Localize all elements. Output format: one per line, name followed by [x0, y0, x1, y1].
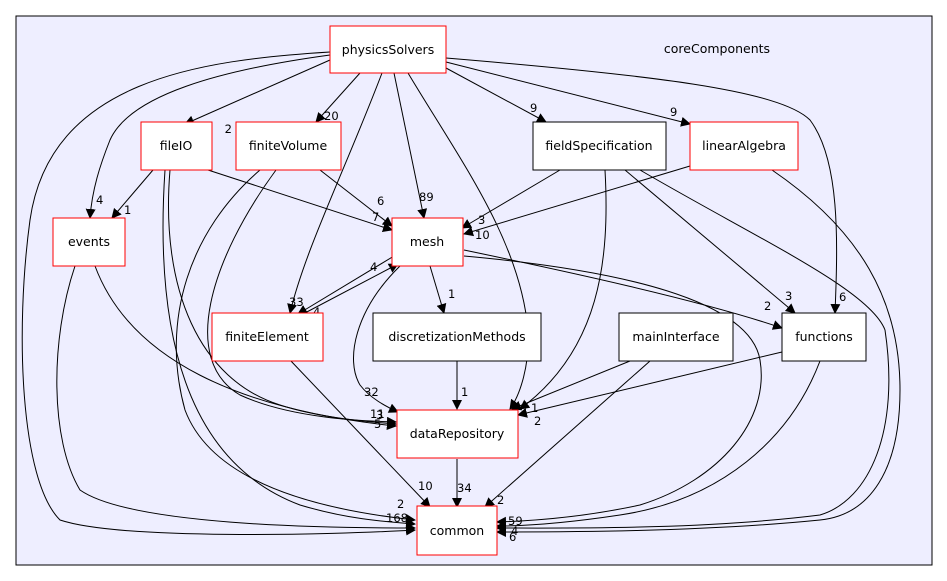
edge-finiteElement-mesh: [302, 263, 399, 315]
cluster-label: coreComponents: [664, 41, 770, 56]
edge-physicsSolvers-fieldSpecification: [445, 67, 547, 123]
edge-mesh-finiteElement: [297, 255, 395, 315]
edge-label-functions-dataRepository: 2: [534, 414, 541, 428]
node-linearAlgebra[interactable]: linearAlgebra: [689, 121, 799, 171]
edge-physicsSolvers-functions: [445, 57, 841, 314]
node-label: mesh: [410, 234, 444, 249]
edge-functions-common: [496, 360, 821, 531]
node-label: fieldSpecification: [545, 138, 652, 153]
node-finiteElement[interactable]: finiteElement: [211, 312, 324, 362]
edge-linearAlgebra-common: [496, 169, 901, 537]
edge-label-physicsSolvers-finiteElement: 33: [289, 295, 304, 309]
edge-label-mainInterface-dataRepository: 1: [531, 401, 538, 415]
node-mesh[interactable]: mesh: [391, 217, 464, 267]
edge-fileIO-mesh: [207, 169, 393, 232]
edge-physicsSolvers-common: [21, 51, 416, 536]
edge-label-common-in-right-b: 4: [511, 524, 518, 538]
edge-finiteVolume-common: [175, 169, 416, 525]
node-label: discretizationMethods: [388, 329, 525, 344]
edge-label-physicsSolvers-functions: 6: [839, 290, 846, 304]
edge-label-fileIO-mesh: 7: [372, 210, 379, 224]
edge-label-common-in-right-a: 59: [508, 514, 523, 528]
node-common[interactable]: common: [416, 505, 498, 556]
edge-fieldSpecification-functions: [624, 169, 796, 314]
node-label: dataRepository: [410, 426, 505, 441]
edge-label-common-in-left-b: 168: [386, 511, 408, 525]
edge-label-finiteVolume-mesh: 6: [377, 194, 384, 208]
node-label: finiteVolume: [249, 138, 328, 153]
node-finiteVolume[interactable]: finiteVolume: [235, 121, 342, 171]
node-dataRepository[interactable]: dataRepository: [396, 409, 519, 459]
edge-fileIO-events: [111, 169, 154, 219]
edge-label-physicsSolvers-fileIO: 2: [225, 122, 232, 136]
edge-physicsSolvers-mesh: [393, 72, 428, 219]
edge-label-linearAlgebra-mesh: 10: [475, 228, 490, 242]
edge-physicsSolvers-linearAlgebra: [445, 61, 691, 127]
edge-label-fileIO-events: 1: [124, 203, 131, 217]
edge-label-fieldSpecification-mesh: 3: [478, 213, 485, 227]
node-label: physicsSolvers: [342, 42, 434, 57]
edge-physicsSolvers-events: [85, 54, 331, 219]
edge-fieldSpecification-dataRepository: [519, 169, 607, 410]
edge-label-physicsSolvers-events: 4: [96, 193, 103, 207]
edge-label-dataRepository-in-b: 3: [376, 408, 383, 422]
node-label: mainInterface: [632, 329, 720, 344]
edge-label-dataRepository-in-a: 11: [370, 407, 385, 421]
node-functions[interactable]: functions: [781, 312, 867, 362]
edge-label-mesh-dataRepository: 32: [364, 385, 379, 399]
edge-label-finiteElement-mesh: 4: [370, 260, 377, 274]
node-fieldSpecification[interactable]: fieldSpecification: [532, 121, 667, 171]
node-label: fileIO: [160, 138, 193, 153]
node-label: common: [430, 523, 484, 538]
edge-physicsSolvers-dataRepository: [407, 72, 529, 410]
edge-label-finiteElement-common: 10: [418, 479, 433, 493]
node-events[interactable]: events: [52, 217, 126, 267]
edge-mesh-functions: [463, 249, 783, 330]
edge-linearAlgebra-mesh: [463, 165, 691, 237]
edge-physicsSolvers-finiteElement: [287, 72, 383, 314]
edge-label-mesh-finiteElement: 4: [313, 305, 320, 319]
edge-label-fieldSpecification-functions: 3: [785, 289, 792, 303]
node-label: linearAlgebra: [702, 138, 786, 153]
cluster-box: [15, 15, 933, 566]
edge-functions-dataRepository: [517, 351, 783, 418]
node-label: finiteElement: [225, 329, 309, 344]
edge-events-common: [56, 265, 416, 533]
edge-label-physicsSolvers-finiteVolume: 20: [324, 109, 339, 123]
edge-label-common-in-right-c: 6: [509, 530, 516, 544]
node-mainInterface[interactable]: mainInterface: [618, 312, 734, 362]
edge-label-mesh-discretizationMethods: 1: [448, 287, 455, 301]
edge-label-physicsSolvers-fieldSpecification: 9: [530, 101, 537, 115]
edge-fileIO-common: [162, 169, 416, 529]
node-physicsSolvers[interactable]: physicsSolvers: [329, 25, 447, 74]
edge-label-discretizationMethods-dataRepository: 1: [461, 385, 468, 399]
node-label: events: [68, 234, 110, 249]
edge-fieldSpecification-common: [496, 169, 890, 534]
edge-label-mesh-functions: 2: [764, 299, 771, 313]
edge-label-physicsSolvers-mesh: 89: [419, 190, 434, 204]
edge-finiteElement-common: [289, 359, 431, 508]
node-discretizationMethods[interactable]: discretizationMethods: [372, 312, 542, 362]
edge-label-dataRepository-common: 34: [457, 481, 472, 495]
edge-label-physicsSolvers-linearAlgebra: 9: [670, 105, 677, 119]
edge-label-common-in-left-a: 2: [397, 497, 404, 511]
edge-mesh-dataRepository: [353, 265, 401, 413]
edge-mainInterface-common: [484, 360, 651, 508]
node-fileIO[interactable]: fileIO: [140, 121, 213, 171]
edge-mainInterface-dataRepository: [511, 360, 631, 411]
edge-events-dataRepository: [94, 265, 397, 431]
edge-mesh-discretizationMethods: [429, 265, 447, 314]
edge-label-mainInterface-common: 2: [497, 493, 504, 507]
edge-fieldSpecification-mesh: [461, 169, 561, 229]
edge-finiteVolume-mesh: [319, 169, 393, 227]
edge-physicsSolvers-fileIO: [184, 59, 331, 125]
edge-mesh-common: [463, 255, 762, 527]
edge-physicsSolvers-finiteVolume: [315, 72, 361, 123]
node-label: functions: [795, 329, 853, 344]
edge-label-dataRepository-in-c: 5: [374, 417, 381, 431]
